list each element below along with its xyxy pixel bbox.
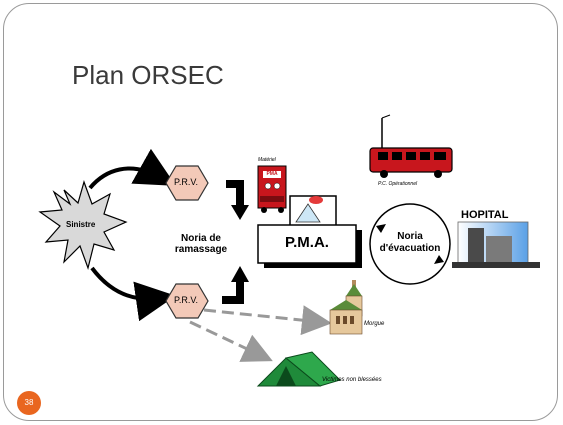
arrow-sinistre-prv-top (88, 148, 176, 190)
arrow-prv-top-pma (226, 180, 244, 205)
prv-top-label: P.R.V. (174, 177, 199, 187)
sinistre-label: Sinistre (66, 220, 96, 229)
noria-evacuation-label: Noria d'évacuation (379, 231, 441, 254)
pma-truck-sign: PMA (266, 171, 278, 177)
arrow-sinistre-prv-bottom (90, 266, 176, 322)
noria-evacuation-circle (369, 203, 451, 285)
noria-ramassage-label: Noria de ramassage (174, 233, 228, 255)
slide-title: Plan ORSEC (72, 60, 224, 90)
prv-top-hexagon (165, 165, 209, 201)
morgue-church (329, 280, 363, 335)
pma-label: P.M.A. (285, 234, 329, 251)
dashed-prv-morgue (203, 305, 332, 336)
pc-operationnel-bus (369, 114, 453, 178)
materiel-label: Matériel (258, 157, 276, 163)
sinistre-star (38, 180, 128, 271)
page-number-badge: 38 (17, 391, 41, 415)
victimes-label: Victimes non blessées (322, 377, 382, 383)
morgue-label: Morgue (364, 321, 385, 327)
materiel-truck (257, 165, 287, 213)
prv-bottom-hexagon (165, 283, 209, 319)
prv-bottom-label: P.R.V. (174, 295, 199, 305)
victimes-tent (256, 351, 341, 387)
hopital-building (452, 221, 540, 268)
dashed-prv-victimes (189, 320, 273, 362)
pma-box (257, 224, 357, 264)
pc-operationnel-label: P.C. Opérationnel (378, 181, 418, 187)
hopital-label: HOPITAL (461, 209, 509, 221)
arrow-prv-bottom-pma (222, 280, 244, 304)
pma-small-tent-icon (295, 203, 321, 223)
